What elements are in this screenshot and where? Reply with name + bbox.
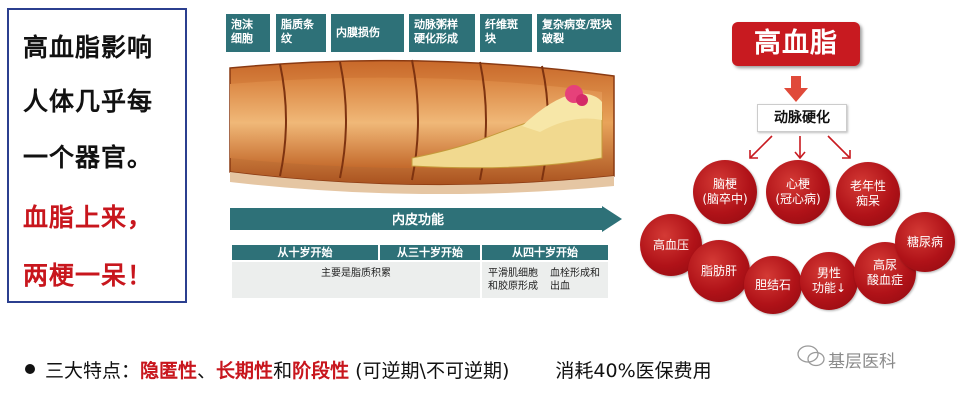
summary-line-1: 高血脂影响 [23, 33, 154, 62]
artery-illustration [229, 59, 615, 194]
endothelial-label: 内皮功能 [391, 213, 444, 228]
summary-line-2: 人体几乎每 [23, 87, 154, 116]
bullet-icon [25, 364, 35, 374]
circle-gallstones: 胆结石 [744, 256, 802, 314]
features-prefix: 三大特点： [45, 360, 141, 382]
circle-label: 高尿 酸血症 [866, 258, 903, 287]
endothelial-arrow [230, 206, 622, 232]
stage-label-text: 纤维斑 块 [485, 18, 518, 45]
circle-myocardial-infarction: 心梗 (冠心病) [766, 160, 830, 224]
circle-diabetes: 糖尿病 [895, 212, 955, 272]
age-head-10: 从十岁开始 [232, 245, 378, 260]
age-cell-lipid: 主要是脂质积累 [232, 262, 480, 298]
stage-label-text: 复杂病变/斑块 破裂 [542, 18, 613, 45]
age-cell-40: 平滑肌细胞 和胶原形成 血栓形成和 出血 [482, 262, 608, 298]
summary-box: 高血脂影响 人体几乎每 一个器官。 血脂上来， 两梗一呆！ [7, 8, 187, 303]
features-sep: 、 [197, 360, 217, 382]
arteriosclerosis-box: 动脉硬化 [757, 104, 847, 132]
feature-staged: 阶段性 [292, 360, 350, 382]
features-and: 和 [273, 360, 293, 382]
stage-label-plaque-rupture: 复杂病变/斑块 破裂 [537, 14, 621, 52]
hyperlipidemia-title: 高血脂 [732, 22, 860, 66]
circle-label: 男性 功能↓ [811, 266, 847, 295]
stage-label-intimal-injury: 内膜损伤 [331, 14, 404, 52]
branch-arrows [749, 135, 851, 160]
circle-male-function: 男性 功能↓ [800, 252, 858, 310]
stage-label-foam-cells: 泡沫 细胞 [226, 14, 270, 52]
stage-label-fibrous-plaque: 纤维斑 块 [480, 14, 532, 52]
age-head-40: 从四十岁开始 [482, 245, 608, 260]
features-paren: (可逆期\不可逆期) [349, 360, 510, 382]
feature-hidden: 隐匿性 [140, 360, 198, 382]
stage-label-text: 内膜损伤 [336, 26, 380, 39]
stage-label-text: 泡沫 细胞 [231, 18, 253, 45]
age-cell-smooth-muscle: 平滑肌细胞 和胶原形成 [488, 268, 538, 292]
summary-line-4: 血脂上来， [23, 203, 154, 232]
summary-line-5: 两梗一呆！ [23, 261, 154, 290]
circle-dementia: 老年性 痴呆 [836, 162, 900, 226]
age-head-30: 从三十岁开始 [380, 245, 480, 260]
circle-label: 糖尿病 [906, 234, 943, 249]
summary-line-3: 一个器官。 [23, 143, 154, 172]
circle-label: 脂肪肝 [700, 263, 737, 278]
circle-label: 脑梗 (脑卒中) [702, 177, 748, 206]
stage-label-text: 动脉粥样 硬化形成 [414, 18, 458, 45]
cost-text: 消耗40%医保费用 [555, 360, 712, 382]
circle-label: 心梗 (冠心病) [775, 177, 821, 206]
circle-label: 老年性 痴呆 [849, 179, 886, 208]
circle-stroke: 脑梗 (脑卒中) [693, 160, 757, 224]
stage-label-fatty-streak: 脂质条 纹 [276, 14, 326, 52]
features-line: 三大特点：隐匿性、长期性和阶段性 (可逆期\不可逆期) 消耗40%医保费用 [45, 356, 712, 383]
watermark-text: 基层医科 [828, 352, 896, 372]
feature-long-term: 长期性 [216, 360, 274, 382]
down-arrow-icon [784, 76, 808, 102]
circle-fatty-liver: 脂肪肝 [688, 240, 750, 302]
rupture-clot [576, 94, 588, 106]
stage-label-atherosclerosis: 动脉粥样 硬化形成 [409, 14, 475, 52]
wechat-icon [797, 345, 825, 367]
circle-label: 高血压 [652, 237, 689, 252]
tissue-layer [230, 172, 614, 194]
stage-label-text: 脂质条 纹 [281, 18, 314, 45]
age-cell-thrombus: 血栓形成和 出血 [550, 268, 600, 292]
circle-label: 胆结石 [754, 277, 791, 292]
